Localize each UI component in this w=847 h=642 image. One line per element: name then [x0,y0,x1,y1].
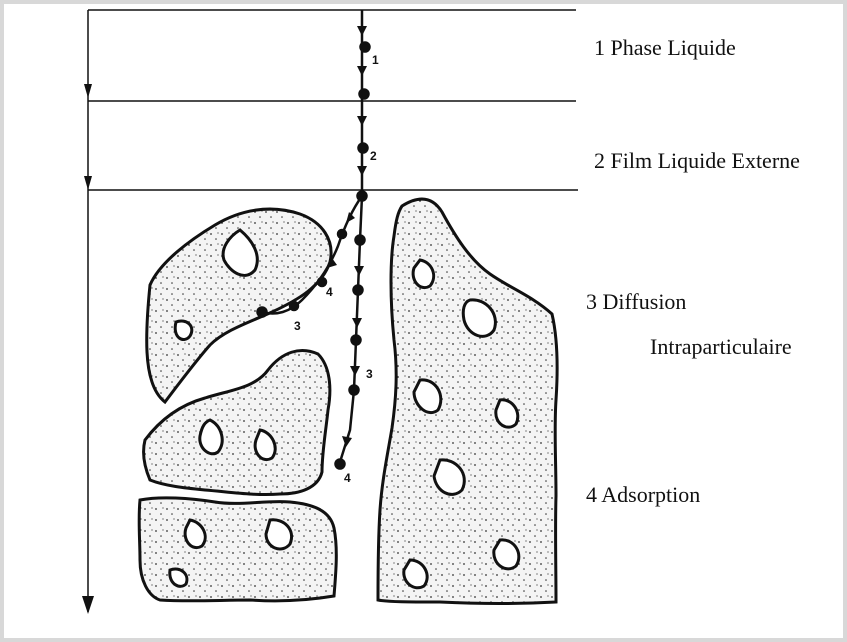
path-marker-3-upper: 3 [294,319,301,333]
stage-label-external-film: 2 Film Liquide Externe [594,150,800,172]
path-marker-4-lower: 4 [344,471,351,485]
stage-label-intraparticulaire: Intraparticulaire [650,336,792,358]
axis-arrow-2 [84,176,92,190]
stage-label-adsorption: 4 Adsorption [586,484,700,506]
particle-left [139,209,336,601]
stage-label-liquid-phase: 1 Phase Liquide [594,37,736,59]
path-marker-1: 1 [372,53,379,67]
path-marker-2: 2 [370,149,377,163]
axis-arrow-end [82,596,94,614]
stage-label-diffusion: 3 Diffusion [586,291,686,313]
axis-arrow-1 [84,84,92,98]
particle-right [378,199,557,603]
path-marker-4-upper: 4 [326,285,333,299]
path-marker-3-lower: 3 [366,367,373,381]
